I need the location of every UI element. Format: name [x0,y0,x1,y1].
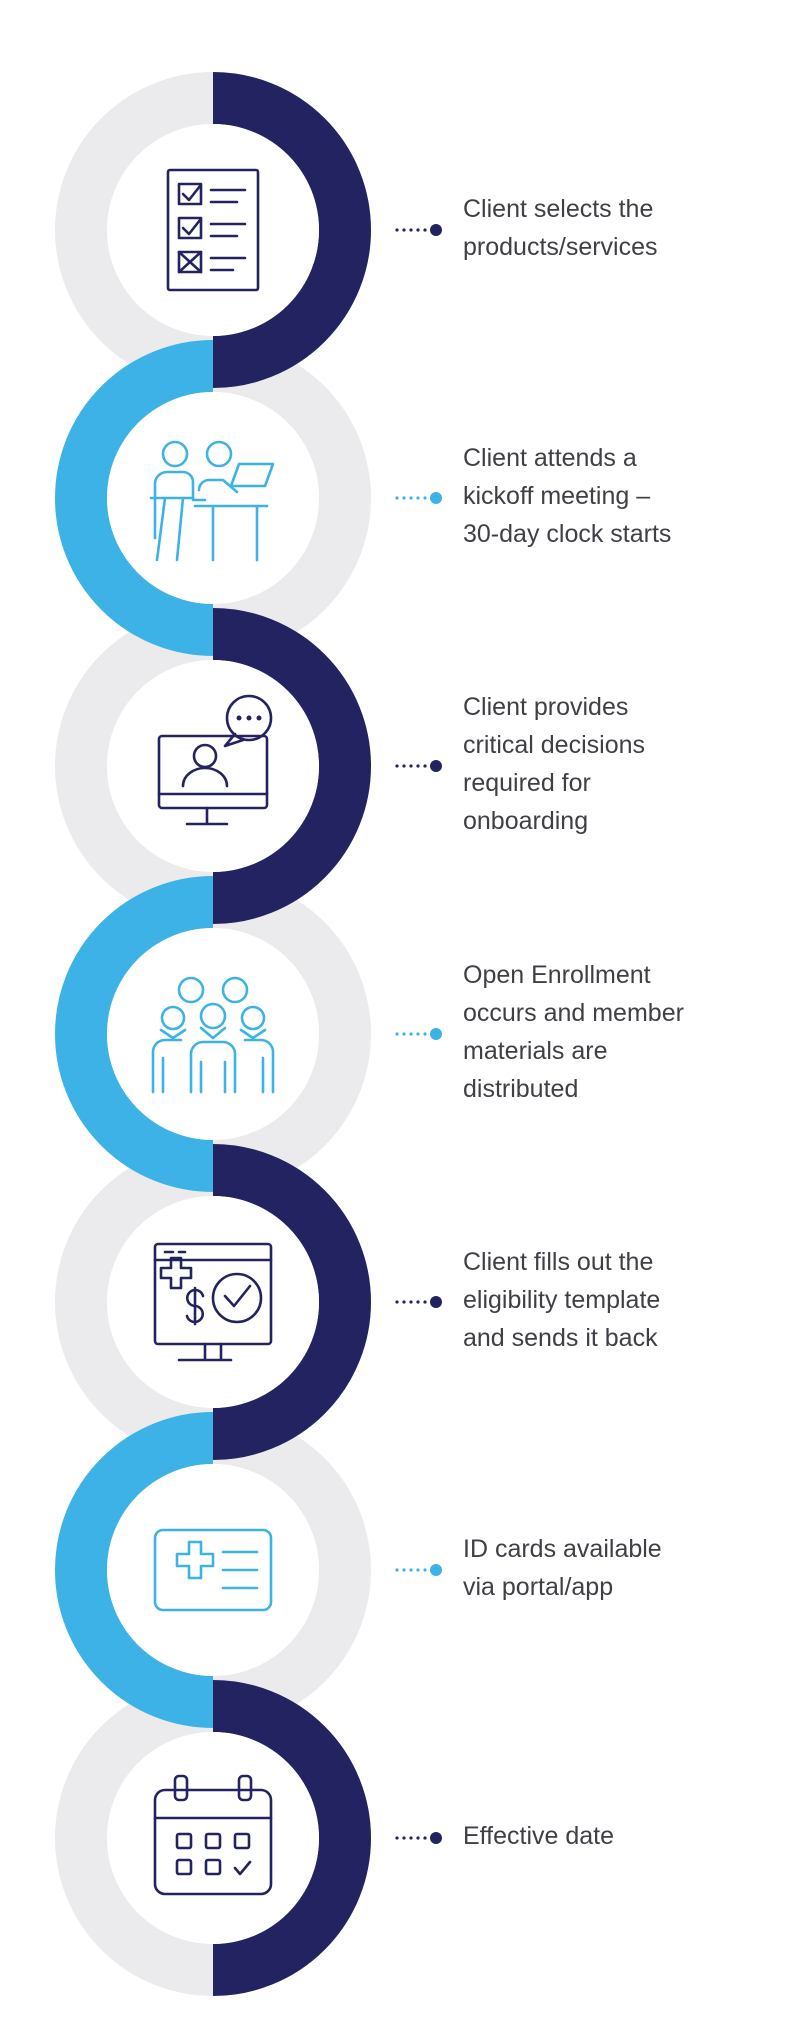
dotted-connectors [395,224,442,1844]
inner-circle-3 [107,660,319,872]
step-label-line: Client fills out the [463,1248,654,1276]
accent-arc-3 [212,608,371,924]
inner-circle-4 [107,928,319,1140]
accent-arc-1 [212,72,371,388]
step-label-line: via portal/app [463,1573,614,1601]
step-label-line: Client provides [463,693,629,721]
step-label-line: Client attends a [463,444,637,472]
connector-1 [395,224,442,236]
step-label-3: Client provides critical decisions require… [463,688,763,840]
step-label-line: kickoff meeting – [463,482,651,510]
accent-arc-4 [55,876,214,1192]
video-call-icon [157,694,273,826]
id-card-icon [153,1528,273,1612]
step-label-line: distributed [463,1075,579,1103]
step-icons [149,168,275,1896]
meeting-icon [149,440,275,562]
step-label-line: and sends it back [463,1324,658,1352]
calendar-icon [153,1774,273,1896]
step-label-line: critical decisions [463,731,646,759]
connector-3 [395,760,442,772]
step-label-1: Client selects the products/services [463,190,763,266]
step-label-line: Effective date [463,1822,615,1850]
inner-circle-7 [107,1732,319,1944]
accent-arc-5 [212,1144,371,1460]
step-label-line: 30-day clock starts [463,520,672,548]
connector-2 [395,492,442,504]
inner-circle-2 [107,392,319,604]
checklist-icon [166,168,260,292]
step-label-6: ID cards available via portal/app [463,1530,763,1606]
step-label-line: Open Enrollment [463,961,651,989]
accent-arc-7 [212,1680,371,1996]
eligibility-monitor-icon [153,1242,273,1362]
connector-5 [395,1296,442,1308]
step-label-7: Effective date [463,1817,763,1855]
connector-6 [395,1564,442,1576]
connector-4 [395,1028,442,1040]
step-label-line: products/services [463,233,658,261]
step-label-line: required for [463,769,591,797]
step-label-2: Client attends a kickoff meeting – 30-day … [463,439,763,553]
step-label-line: onboarding [463,807,589,835]
accent-arc-2 [55,340,214,656]
group-people-icon [151,976,275,1094]
step-label-line: eligibility template [463,1286,661,1314]
inner-circle-1 [107,124,319,336]
step-label-4: Open Enrollment occurs and member material… [463,956,763,1108]
connector-7 [395,1832,442,1844]
step-label-line: ID cards available [463,1535,662,1563]
accent-arcs [55,72,371,1996]
accent-arc-6 [55,1412,214,1728]
step-label-line: occurs and member [463,999,684,1027]
step-label-5: Client fills out the eligibility template… [463,1243,763,1357]
inner-circle-6 [107,1464,319,1676]
step-label-line: Client selects the [463,195,654,223]
step-label-line: materials are [463,1037,608,1065]
